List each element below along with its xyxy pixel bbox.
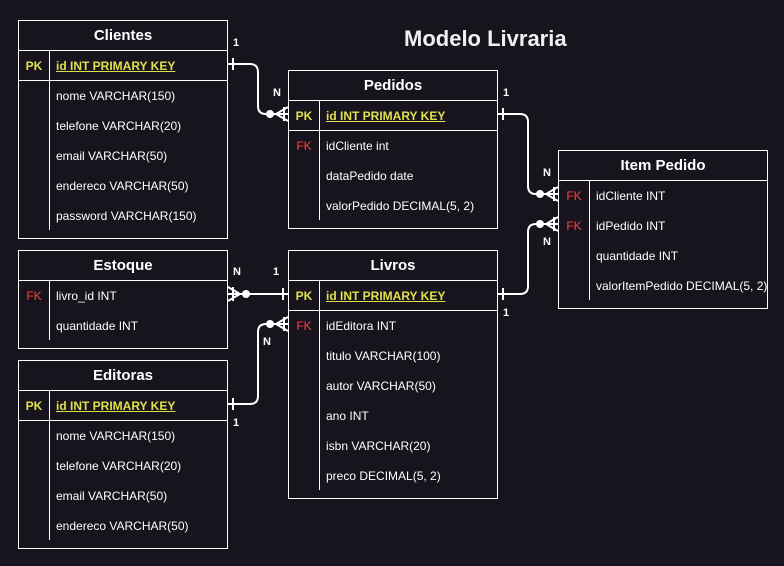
fk-label: FK	[296, 319, 312, 333]
field-name: valorItemPedido DECIMAL(5, 2)	[596, 279, 768, 293]
field-name: id INT PRIMARY KEY	[326, 109, 446, 123]
field-row[interactable]: quantidade INT	[559, 241, 767, 271]
field-name: id INT PRIMARY KEY	[56, 59, 176, 73]
field-row[interactable]: email VARCHAR(50)	[19, 481, 227, 511]
field-row[interactable]: PK id INT PRIMARY KEY	[289, 101, 497, 131]
pk-label: PK	[295, 109, 313, 123]
field-name: telefone VARCHAR(20)	[56, 119, 182, 133]
card-pedidos-one: 1	[503, 87, 510, 99]
key-column-divider	[49, 391, 50, 540]
entity-estoque[interactable]: Estoque FK livro_id INT quantidade INT	[18, 250, 228, 349]
field-name: idCliente INT	[596, 189, 666, 203]
card-editoras-one: 1	[233, 417, 240, 429]
key-column-divider	[49, 51, 50, 230]
field-name: ano INT	[326, 409, 369, 423]
field-name: endereco VARCHAR(50)	[56, 179, 189, 193]
entity-livros-title: Livros	[289, 251, 497, 281]
field-name: endereco VARCHAR(50)	[56, 519, 189, 533]
field-name: isbn VARCHAR(20)	[326, 439, 431, 453]
link-livros-itempedido	[498, 223, 558, 295]
field-row[interactable]: endereco VARCHAR(50)	[19, 511, 227, 541]
field-name: telefone VARCHAR(20)	[56, 459, 182, 473]
field-name: email VARCHAR(50)	[56, 489, 168, 503]
field-name: id INT PRIMARY KEY	[56, 399, 176, 413]
field-name: idEditora INT	[326, 319, 397, 333]
card-livros-one-itempedido: 1	[503, 307, 510, 319]
field-row[interactable]: PK id INT PRIMARY KEY	[289, 281, 497, 311]
diagram-title: Modelo Livraria	[404, 26, 567, 51]
key-column-divider	[319, 101, 320, 220]
field-row[interactable]: titulo VARCHAR(100)	[289, 341, 497, 371]
card-itempedido-many-a: N	[543, 167, 551, 179]
entity-editoras-title: Editoras	[19, 361, 227, 391]
field-name: idPedido INT	[596, 219, 666, 233]
fk-label: FK	[566, 219, 582, 233]
field-row[interactable]: valorItemPedido DECIMAL(5, 2)	[559, 271, 767, 301]
field-row[interactable]: telefone VARCHAR(20)	[19, 451, 227, 481]
field-name: livro_id INT	[56, 289, 117, 303]
field-row[interactable]: isbn VARCHAR(20)	[289, 431, 497, 461]
field-name: dataPedido date	[326, 169, 414, 183]
entity-livros[interactable]: Livros PK id INT PRIMARY KEY FK idEditor…	[288, 250, 498, 499]
field-name: nome VARCHAR(150)	[56, 429, 176, 443]
field-row[interactable]: nome VARCHAR(150)	[19, 421, 227, 451]
fk-label: FK	[296, 139, 312, 153]
field-row[interactable]: valorPedido DECIMAL(5, 2)	[289, 191, 497, 221]
card-itempedido-many-b: N	[543, 236, 551, 248]
field-row[interactable]: FK idEditora INT	[289, 311, 497, 341]
entity-pedidos-title: Pedidos	[289, 71, 497, 101]
field-row[interactable]: email VARCHAR(50)	[19, 141, 227, 171]
field-name: email VARCHAR(50)	[56, 149, 168, 163]
card-clientes-one: 1	[233, 37, 240, 49]
field-row[interactable]: ano INT	[289, 401, 497, 431]
pk-label: PK	[295, 289, 313, 303]
field-row[interactable]: FK idCliente int	[289, 131, 497, 161]
pk-label: PK	[25, 399, 43, 413]
field-row[interactable]: FK idPedido INT	[559, 211, 767, 241]
card-livros-many: N	[263, 336, 271, 348]
link-pedidos-itempedido	[498, 113, 558, 195]
field-row[interactable]: endereco VARCHAR(50)	[19, 171, 227, 201]
field-name: id INT PRIMARY KEY	[326, 289, 446, 303]
entity-item-pedido-title: Item Pedido	[559, 151, 767, 181]
field-name: quantidade INT	[596, 249, 679, 263]
field-row[interactable]: FK idCliente INT	[559, 181, 767, 211]
link-clientes-pedidos	[228, 63, 288, 115]
link-editoras-livros	[228, 323, 288, 405]
entity-pedidos[interactable]: Pedidos PK id INT PRIMARY KEY FK idClien…	[288, 70, 498, 229]
field-row[interactable]: quantidade INT	[19, 311, 227, 341]
field-name: preco DECIMAL(5, 2)	[326, 469, 441, 483]
entity-editoras[interactable]: Editoras PK id INT PRIMARY KEY nome VARC…	[18, 360, 228, 549]
field-name: autor VARCHAR(50)	[326, 379, 436, 393]
field-row[interactable]: telefone VARCHAR(20)	[19, 111, 227, 141]
field-name: titulo VARCHAR(100)	[326, 349, 441, 363]
card-livros-one-estoque: 1	[273, 266, 280, 278]
field-row[interactable]: dataPedido date	[289, 161, 497, 191]
field-name: quantidade INT	[56, 319, 139, 333]
field-row[interactable]: preco DECIMAL(5, 2)	[289, 461, 497, 491]
key-column-divider	[319, 281, 320, 490]
field-row[interactable]: password VARCHAR(150)	[19, 201, 227, 231]
field-row[interactable]: PK id INT PRIMARY KEY	[19, 51, 227, 81]
field-row[interactable]: autor VARCHAR(50)	[289, 371, 497, 401]
field-row[interactable]: FK livro_id INT	[19, 281, 227, 311]
entity-clientes-title: Clientes	[19, 21, 227, 51]
field-row[interactable]: PK id INT PRIMARY KEY	[19, 391, 227, 421]
key-column-divider	[589, 181, 590, 300]
field-name: valorPedido DECIMAL(5, 2)	[326, 199, 475, 213]
field-name: idCliente int	[326, 139, 389, 153]
field-name: password VARCHAR(150)	[56, 209, 197, 223]
entity-clientes[interactable]: Clientes PK id INT PRIMARY KEY nome VARC…	[18, 20, 228, 239]
pk-label: PK	[25, 59, 43, 73]
field-row[interactable]: nome VARCHAR(150)	[19, 81, 227, 111]
entity-item-pedido[interactable]: Item Pedido FK idCliente INT FK idPedido…	[558, 150, 768, 309]
entity-estoque-title: Estoque	[19, 251, 227, 281]
card-pedidos-many: N	[273, 87, 281, 99]
fk-label: FK	[566, 189, 582, 203]
key-column-divider	[49, 281, 50, 340]
fk-label: FK	[26, 289, 42, 303]
card-estoque-many: N	[233, 266, 241, 278]
field-name: nome VARCHAR(150)	[56, 89, 176, 103]
